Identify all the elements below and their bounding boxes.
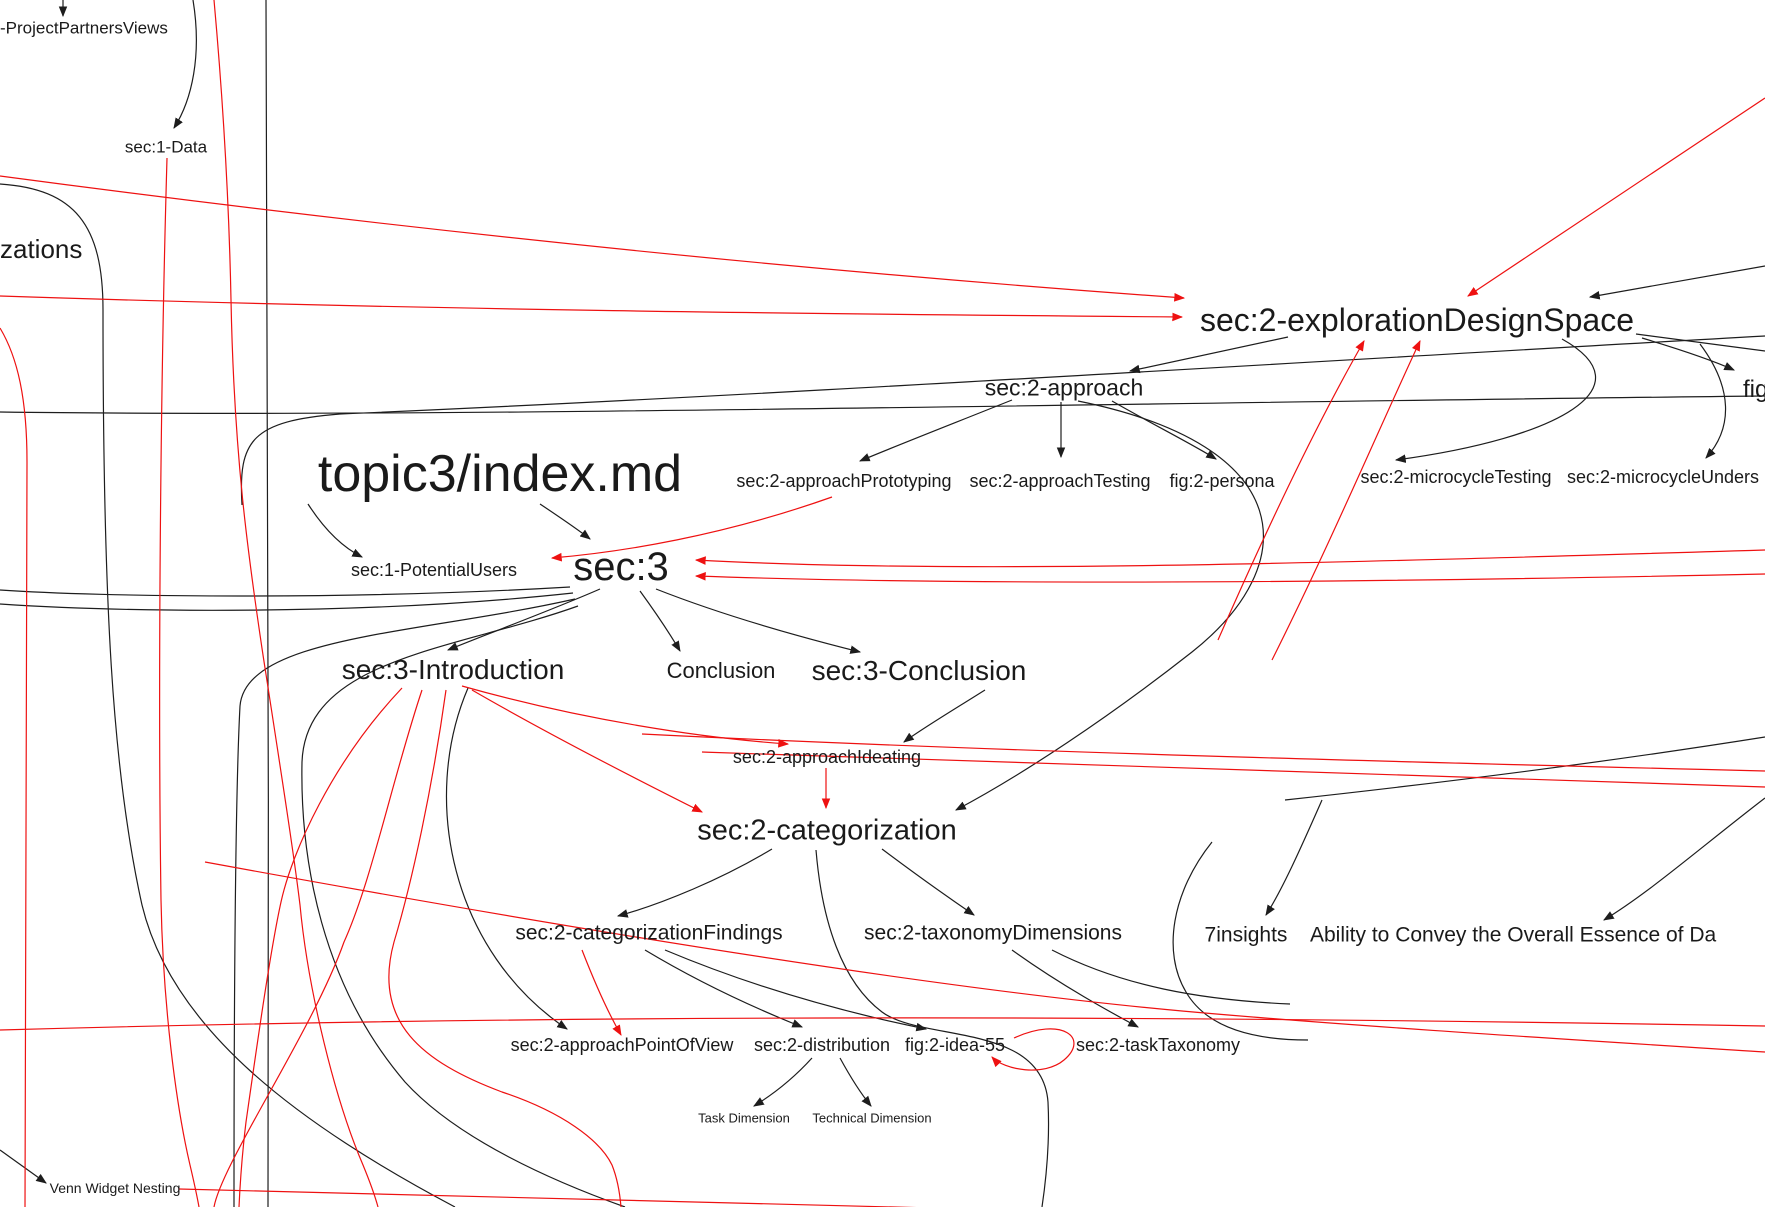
edge-findings-to-idea55 — [664, 949, 928, 1032]
node-sec2-approach-prototyping[interactable]: sec:2-approachPrototyping — [736, 471, 952, 491]
node-sec3-introduction[interactable]: sec:3-Introduction — [341, 654, 565, 685]
edge-intro-to-ideating — [461, 685, 790, 748]
edge-intro-sweep-3 — [238, 687, 403, 1207]
edge-approach-to-persona — [1111, 400, 1217, 460]
edge-bundle-b — [233, 598, 576, 1207]
node-technical-dimension[interactable]: Technical Dimension — [812, 1110, 932, 1126]
edge-sec3-to-sec3-conclusion — [655, 588, 862, 654]
edge-distribution-to-technical — [839, 1057, 872, 1107]
node-fig-cut[interactable]: fig — [1743, 376, 1765, 403]
edge-categorization-swoop — [815, 849, 1050, 1207]
node-ability-essence[interactable]: Ability to Convey the Overall Essence of… — [1310, 923, 1717, 947]
node-sec2-approach-point-of-view[interactable]: sec:2-approachPointOfView — [510, 1035, 734, 1055]
edge-to-potential-users — [307, 503, 363, 558]
edge-flat-mid-1 — [641, 733, 1765, 772]
edge-vertical-line-268 — [265, 0, 270, 1207]
node-conclusion[interactable]: Conclusion — [666, 658, 776, 683]
edge-venn-red-line — [178, 1188, 917, 1207]
node-fig2-idea-55[interactable]: fig:2-idea-55 — [904, 1035, 1006, 1055]
node-sec2-approach-testing[interactable]: sec:2-approachTesting — [969, 471, 1151, 491]
edge-eds-to-fig — [1641, 337, 1735, 371]
edge-up-to-eds-1 — [1217, 340, 1365, 641]
edge-right-to-sec3-upper — [694, 549, 1765, 568]
edge-eds-to-microcycle-testing — [1394, 338, 1597, 463]
edge-to-venn — [0, 1149, 47, 1184]
node-zations[interactable]: zations — [0, 234, 83, 264]
edge-taxonomy-to-right — [1051, 949, 1291, 1005]
node-sec2-categorization-findings[interactable]: sec:2-categorizationFindings — [515, 921, 783, 945]
edge-idea55-self-loop — [991, 1028, 1075, 1071]
edge-left-hook — [0, 327, 28, 1207]
edge-data-vertical — [159, 157, 200, 1207]
edge-eds-to-approach — [1128, 336, 1289, 374]
edge-findings-to-distribution — [644, 949, 804, 1028]
edge-to-seven-insights — [1265, 799, 1323, 916]
edge-diag-right — [1284, 736, 1765, 801]
edge-topright-to-eds — [1467, 97, 1765, 297]
edge-categorization-to-findings — [616, 848, 773, 918]
edge-flat-long — [0, 1017, 1765, 1031]
node-project-partners-views[interactable]: -ProjectPartnersViews — [0, 18, 168, 38]
node-sec2-approach-ideating[interactable]: sec:2-approachIdeating — [732, 747, 922, 767]
edge-topic3-to-sec3 — [539, 503, 591, 540]
node-sec2-microcycle-unders[interactable]: sec:2-microcycleUnders — [1567, 467, 1760, 487]
node-fig2-persona[interactable]: fig:2-persona — [1169, 471, 1275, 491]
edge-long-line-lower — [0, 395, 1765, 414]
node-sec2-categorization[interactable]: sec:2-categorization — [697, 814, 957, 847]
node-sec2-taxonomy-dimensions[interactable]: sec:2-taxonomyDimensions — [864, 921, 1122, 945]
edge-left-to-eds-upper — [0, 175, 1186, 302]
node-venn-widget-nesting[interactable]: Venn Widget Nesting — [49, 1180, 181, 1196]
edge-to-approach-ideating — [903, 689, 986, 743]
edge-slope-long — [204, 861, 1765, 1053]
edge-bundle-c — [301, 605, 626, 1207]
edge-left-to-eds-lower — [0, 295, 1184, 322]
edge-right-to-eds — [1588, 265, 1765, 300]
edge-approach-to-categorization — [955, 400, 1264, 811]
edge-intro-sweep-1 — [213, 689, 423, 1207]
edge-bundle-a — [0, 592, 574, 611]
edge-eds-to-microcycle-unders — [1699, 343, 1727, 459]
edge-right-to-sec3-lower — [694, 572, 1765, 583]
edge-long-line-upper — [240, 335, 1765, 506]
node-seven-insights[interactable]: 7insights — [1204, 923, 1288, 947]
node-sec2-approach[interactable]: sec:2-approach — [984, 374, 1144, 401]
edge-top-vertical — [213, 0, 379, 1207]
edge-categorization-to-taxonomy — [881, 848, 975, 916]
edge-big-c-curve — [0, 183, 456, 1207]
edge-intro-sweep-2 — [388, 689, 622, 1207]
node-sec1-data[interactable]: sec:1-Data — [124, 137, 208, 157]
edge-distribution-to-task — [753, 1057, 813, 1107]
edge-up-to-eds-2 — [1271, 340, 1421, 661]
edge-findings-to-point-of-view — [581, 949, 622, 1036]
edge-prototyping-to-potential-users — [550, 496, 833, 562]
node-sec2-distribution[interactable]: sec:2-distribution — [753, 1035, 891, 1055]
node-sec2-exploration-design-space[interactable]: sec:2-explorationDesignSpace — [1199, 302, 1635, 338]
edge-bundle-d — [0, 586, 571, 597]
node-sec3[interactable]: sec:3 — [573, 545, 669, 589]
edge-intro-to-point-of-view — [445, 687, 568, 1030]
node-topic3-index-md[interactable]: topic3/index.md — [317, 445, 683, 503]
node-sec3-conclusion[interactable]: sec:3-Conclusion — [811, 655, 1027, 686]
edge-sec3-to-introduction — [447, 588, 601, 651]
node-sec2-task-taxonomy[interactable]: sec:2-taskTaxonomy — [1075, 1035, 1241, 1055]
edge-intro-to-categorization — [471, 689, 703, 813]
edge-to-essence — [1603, 797, 1765, 921]
edge-eds-to-right-edge — [1635, 333, 1765, 352]
edge-sec3-to-conclusion — [639, 590, 681, 652]
edge-paren-arc — [1172, 841, 1309, 1041]
edge-to-sec1-data — [173, 0, 197, 129]
edge-approach-to-prototyping — [859, 399, 1013, 462]
node-task-dimension[interactable]: Task Dimension — [698, 1110, 790, 1126]
node-sec1-potential-users[interactable]: sec:1-PotentialUsers — [350, 560, 518, 580]
node-sec2-microcycle-testing[interactable]: sec:2-microcycleTesting — [1360, 467, 1552, 487]
edge-taxonomy-to-task-taxonomy — [1011, 949, 1139, 1028]
